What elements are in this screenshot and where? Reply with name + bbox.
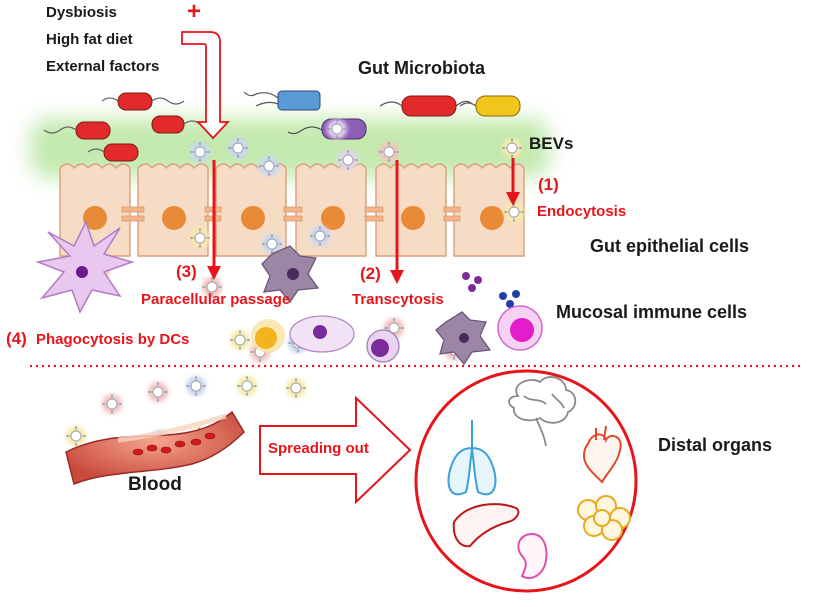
bacterium-blue bbox=[243, 90, 321, 111]
macrophage-cell bbox=[261, 245, 320, 304]
epithelial-cell bbox=[375, 163, 447, 257]
risk-factor-label: High fat diet bbox=[46, 31, 133, 48]
pathway-3-number: (3) bbox=[176, 262, 197, 281]
macrophage-cell bbox=[435, 311, 492, 366]
spreading-arrow bbox=[259, 395, 412, 505]
gut-bacteria bbox=[43, 90, 521, 162]
pathway-1-number: (1) bbox=[538, 175, 559, 194]
pancreas-kidney-icon bbox=[517, 532, 548, 579]
dendritic-cell bbox=[35, 220, 135, 314]
plus-sign: + bbox=[187, 0, 202, 25]
epithelial-cell bbox=[137, 163, 209, 257]
epithelial-cell bbox=[59, 163, 131, 257]
pathway-arrows bbox=[207, 158, 520, 284]
pathway-4-label: Phagocytosis by DCs bbox=[36, 331, 190, 348]
fat-cells-icon bbox=[577, 495, 631, 541]
pathway-3-label: Paracellular passage bbox=[141, 291, 291, 308]
granules bbox=[462, 272, 482, 292]
risk-factor-label: Dysbiosis bbox=[46, 4, 117, 21]
lymphocyte-purple bbox=[366, 329, 400, 363]
epithelial-cell bbox=[453, 163, 525, 257]
spreading-out-label: Spreading out bbox=[268, 440, 369, 457]
epithelial-cell bbox=[295, 163, 367, 257]
bacterium-red bbox=[43, 121, 111, 140]
blood-label: Blood bbox=[128, 474, 182, 495]
yellow-immune-cell bbox=[251, 319, 285, 353]
lungs-icon bbox=[447, 420, 497, 496]
pathway-2-label: Transcytosis bbox=[352, 291, 444, 308]
bacterium-yellow bbox=[459, 95, 521, 117]
bacterium-red bbox=[87, 143, 139, 162]
bacterium-red bbox=[151, 115, 201, 134]
bevs-label: BEVs bbox=[529, 134, 574, 153]
bacterium-red bbox=[101, 92, 185, 111]
mucosal-immune-cells-label: Mucosal immune cells bbox=[556, 302, 748, 322]
granules bbox=[499, 290, 520, 308]
risk-factor-label: External factors bbox=[46, 58, 160, 75]
gut-microbiota-label: Gut Microbiota bbox=[358, 58, 485, 78]
risk-factor-arrow bbox=[181, 31, 231, 140]
heart-icon bbox=[582, 425, 622, 484]
distal-organs-label: Distal organs bbox=[658, 435, 773, 455]
plasma-cell bbox=[289, 315, 355, 353]
gut-epithelial-cells-label: Gut epithelial cells bbox=[590, 236, 750, 256]
pathway-2-number: (2) bbox=[360, 264, 381, 283]
brain-icon bbox=[508, 376, 577, 447]
liver-icon bbox=[452, 503, 520, 548]
mast-cell bbox=[497, 305, 543, 351]
pathway-4-number: (4) bbox=[6, 329, 27, 348]
blood-vessel bbox=[65, 410, 245, 486]
pathway-1-label: Endocytosis bbox=[537, 203, 627, 220]
epithelial-cell-layer bbox=[59, 163, 525, 257]
bacterium-red-large bbox=[379, 95, 473, 117]
